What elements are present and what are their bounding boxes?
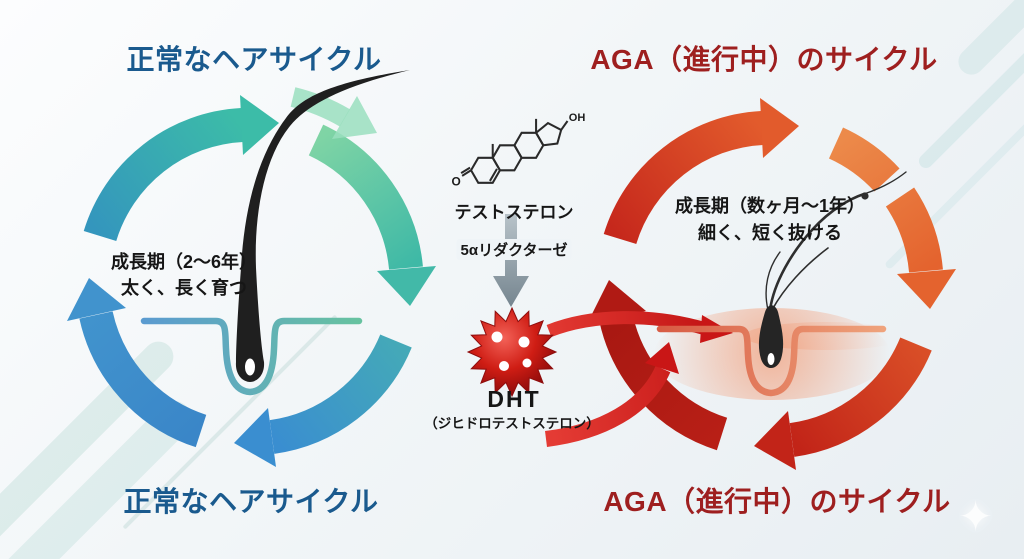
aga-phase-line1: 成長期（数ヶ月〜1年）	[674, 196, 866, 216]
testosterone-label: テストステロン	[454, 203, 574, 222]
dht-molecule-icon	[466, 306, 558, 398]
conversion-down-arrow-icon	[493, 214, 529, 307]
molecule-oh-label: OH	[569, 112, 586, 124]
dht-full-name-label: （ジヒドロテストステロン）	[424, 416, 600, 431]
normal-phase-line2: 太く、長く育つ	[121, 278, 247, 298]
aga-cycle-title-bottom: AGA（進行中）のサイクル	[603, 486, 951, 517]
normal-cycle-title-bottom: 正常なヘアサイクル	[123, 486, 379, 517]
enzyme-label: 5αリダクターゼ	[456, 239, 572, 260]
thin-hair-follicle-icon	[758, 171, 907, 368]
aga-cycle-arrows-icon	[587, 98, 956, 470]
normal-cycle-arrows-icon	[67, 87, 436, 467]
normal-cycle-title-top: 正常なヘアサイクル	[126, 44, 382, 75]
testosterone-molecule-icon: OH O	[452, 112, 586, 189]
normal-phase-line1: 成長期（2〜6年）	[110, 252, 258, 272]
aga-phase-line2: 細く、短く抜ける	[698, 223, 842, 243]
aga-cycle-title-top: AGA（進行中）のサイクル	[590, 44, 938, 75]
molecule-o-label: O	[452, 175, 461, 189]
dht-label: DHT	[487, 386, 541, 412]
thick-hair-follicle-icon	[235, 70, 410, 382]
skin-line-aga	[656, 325, 887, 397]
skin-line-normal	[140, 317, 363, 396]
sparkle-icon: ✦	[958, 493, 994, 540]
